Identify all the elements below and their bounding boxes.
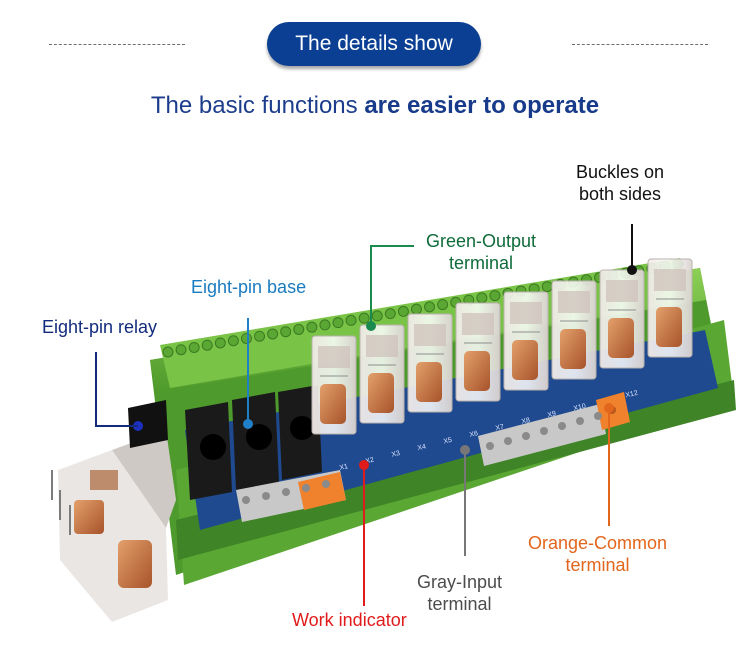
svg-text:X5: X5 [443,437,453,446]
svg-text:X9: X9 [547,410,557,419]
svg-text:X1: X1 [339,463,349,472]
page-subtitle: The basic functions are easier to operat… [0,92,750,120]
markers [133,265,637,470]
eight-pin-sockets [185,385,322,500]
subtitle-bold: are easier to operate [364,92,600,119]
relays-row [311,258,693,435]
svg-text:X3: X3 [391,450,401,459]
divider-left [49,44,185,45]
loose-relay [51,430,176,622]
svg-text:X10: X10 [573,403,587,413]
svg-text:X6: X6 [469,430,479,439]
svg-text:X2: X2 [365,457,375,466]
callout-leaders [95,224,633,606]
label-work-indicator: Work indicator [292,610,407,630]
label-gray-input: Gray-Input terminal [417,572,503,614]
label-eight-pin-relay: Eight-pin relay [42,317,158,337]
svg-text:X8: X8 [521,417,531,426]
socket-side [128,400,168,448]
subtitle-regular: The basic functions [150,92,358,119]
svg-text:X7: X7 [495,424,505,433]
svg-text:X4: X4 [417,443,427,452]
label-eight-pin-base: Eight-pin base [191,277,307,297]
label-orange-common: Orange-Common terminal [528,533,668,575]
label-buckles: Buckles on both sides [576,162,665,204]
divider-right [572,44,708,45]
svg-text:X12: X12 [625,390,639,400]
label-green-output: Green-Output terminal [426,231,537,273]
details-badge: The details show [267,22,481,66]
